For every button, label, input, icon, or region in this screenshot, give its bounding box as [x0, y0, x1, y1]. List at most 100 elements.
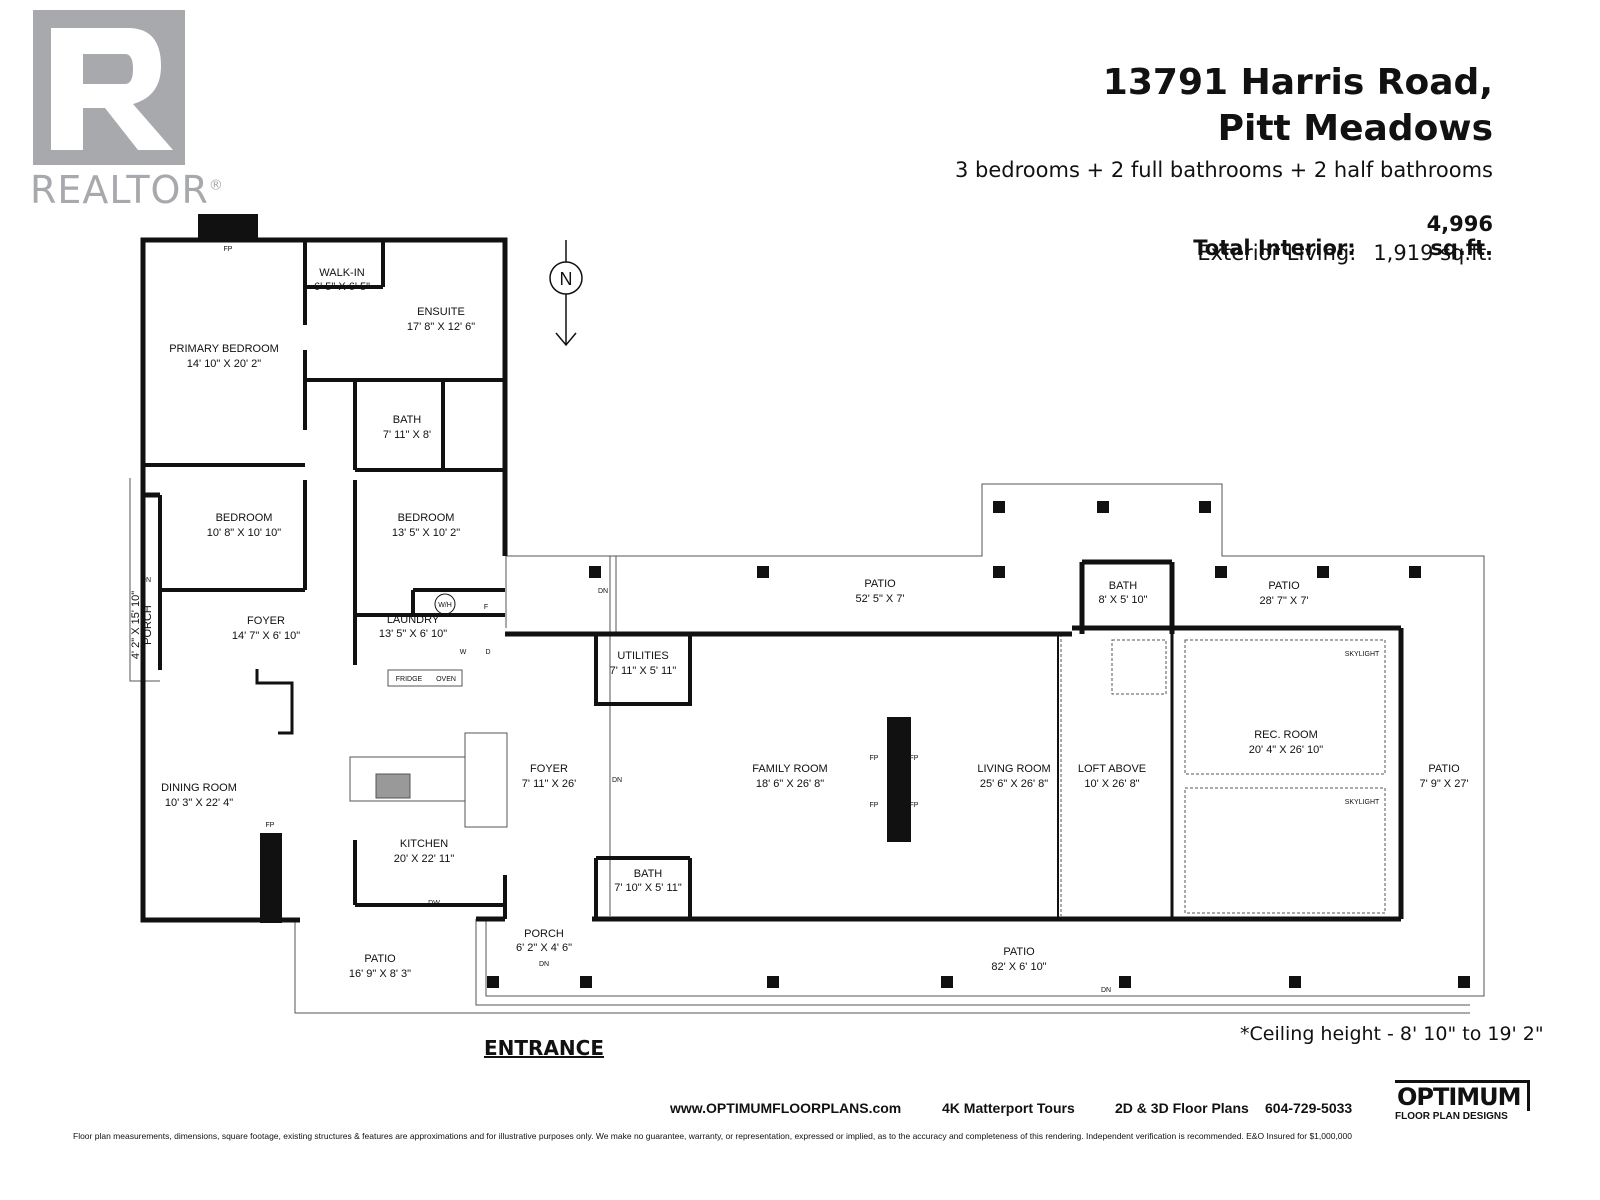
svg-text:PATIO: PATIO: [1003, 946, 1035, 958]
address-line-2: Pitt Meadows: [1217, 108, 1493, 149]
dn-label: DN: [1101, 987, 1111, 994]
total-interior-row: Total Interior: 4,996 sq.ft.: [1193, 212, 1493, 260]
footer-website: www.OPTIMUMFLOORPLANS.com: [670, 1100, 902, 1116]
svg-text:BEDROOM: BEDROOM: [398, 512, 455, 524]
svg-text:BEDROOM: BEDROOM: [216, 512, 273, 524]
svg-text:BATH: BATH: [1109, 580, 1138, 592]
room-patio-north: PATIO 52' 5" X 7': [855, 578, 904, 605]
svg-text:14' 10" X 20' 2": 14' 10" X 20' 2": [187, 358, 261, 370]
svg-text:UTILITIES: UTILITIES: [617, 650, 668, 662]
svg-text:PATIO: PATIO: [1268, 580, 1300, 592]
compass-label: N: [560, 269, 573, 289]
room-laundry: LAUNDRY 13' 5" X 6' 10": [379, 614, 447, 640]
room-living: LIVING ROOM 25' 6" X 26' 8": [977, 763, 1050, 790]
footer-phone: 604-729-5033: [1265, 1100, 1353, 1116]
fridge-label: FRIDGE: [396, 676, 423, 683]
w-label: W: [460, 649, 467, 656]
svg-text:6' 2" X 4' 6": 6' 2" X 4' 6": [516, 942, 572, 954]
exterior-living-label: Exterior Living:: [1197, 241, 1357, 265]
svg-text:PORCH: PORCH: [142, 605, 154, 645]
svg-text:20' X 22' 11": 20' X 22' 11": [394, 853, 455, 865]
room-bedroom-1: BEDROOM 10' 8" X 10' 10": [207, 512, 281, 539]
wh-label: W/H: [438, 602, 452, 609]
total-interior-label: Total Interior:: [1193, 236, 1356, 260]
svg-text:7' 11" X 5' 11": 7' 11" X 5' 11": [610, 665, 677, 677]
room-foyer-2: FOYER 7' 11" X 26': [522, 763, 576, 790]
interior-walls: [143, 240, 1174, 919]
dn-label: DN: [539, 961, 549, 968]
room-dining: DINING ROOM 10' 3" X 22' 4": [161, 782, 237, 809]
svg-text:REC. ROOM: REC. ROOM: [1254, 729, 1318, 741]
ceiling-height-note: *Ceiling height - 8' 10" to 19' 2": [1240, 1023, 1544, 1045]
patio-posts: [487, 501, 1470, 988]
skylight-label: SKYLIGHT: [1345, 651, 1380, 658]
total-interior-value: 4,996 sq.ft.: [1426, 212, 1493, 260]
svg-text:52' 5" X 7': 52' 5" X 7': [855, 593, 904, 605]
svg-text:6' 5" X 6' 5": 6' 5" X 6' 5": [314, 281, 370, 293]
svg-text:8' X 5' 10": 8' X 5' 10": [1098, 594, 1147, 606]
north-compass-icon: N: [549, 240, 583, 347]
f-label: F: [484, 604, 488, 611]
svg-text:PORCH: PORCH: [524, 928, 564, 940]
svg-text:LOFT ABOVE: LOFT ABOVE: [1078, 763, 1146, 775]
footer-disclaimer: Floor plan measurements, dimensions, squ…: [73, 1131, 1352, 1141]
svg-text:WALK-IN: WALK-IN: [319, 267, 364, 279]
central-fireplace-block: [887, 717, 911, 842]
property-address: 13791 Harris Road, Pitt Meadows: [1103, 60, 1493, 152]
address-line-1: 13791 Harris Road,: [1102, 62, 1493, 103]
water-heater-icon: [434, 593, 456, 615]
fp-label: FP: [870, 802, 879, 809]
skylight-label: SKYLIGHT: [1345, 799, 1380, 806]
svg-text:7' 11" X 8': 7' 11" X 8': [383, 429, 431, 441]
dw-label: DW: [428, 900, 440, 907]
svg-text:20' 4" X 26' 10": 20' 4" X 26' 10": [1249, 744, 1323, 756]
svg-text:PATIO: PATIO: [1428, 763, 1460, 775]
svg-text:7' 11" X 26': 7' 11" X 26': [522, 778, 576, 790]
entrance-label: ENTRANCE: [484, 1036, 604, 1060]
svg-text:FOYER: FOYER: [247, 615, 285, 627]
svg-text:13' 5" X 10' 2": 13' 5" X 10' 2": [392, 527, 460, 539]
svg-text:LIVING ROOM: LIVING ROOM: [977, 763, 1050, 775]
svg-text:7' 9" X 27': 7' 9" X 27': [1419, 778, 1468, 790]
svg-text:14' 7" X 6' 10": 14' 7" X 6' 10": [232, 630, 300, 642]
svg-text:PATIO: PATIO: [864, 578, 896, 590]
svg-text:10' 3" X 22' 4": 10' 3" X 22' 4": [165, 797, 233, 809]
svg-text:4' 2" X 15' 10": 4' 2" X 15' 10": [130, 591, 142, 659]
optimum-logo-name: OPTIMUM: [1395, 1080, 1530, 1111]
room-rec: REC. ROOM 20' 4" X 26' 10": [1249, 729, 1323, 756]
svg-text:13' 5" X 6' 10": 13' 5" X 6' 10": [379, 628, 447, 640]
chimney-block: [198, 214, 258, 240]
svg-text:DINING ROOM: DINING ROOM: [161, 782, 237, 794]
optimum-logo: OPTIMUM FLOOR PLAN DESIGNS: [1395, 1080, 1530, 1122]
room-walk-in: WALK-IN 6' 5" X 6' 5": [314, 267, 370, 293]
fp-label: FP: [224, 246, 233, 253]
footer-plans: 2D & 3D Floor Plans: [1115, 1100, 1249, 1116]
room-bath-3: BATH 8' X 5' 10": [1098, 580, 1147, 606]
oven-label: OVEN: [436, 676, 456, 683]
room-porch-2: PORCH 6' 2" X 4' 6": [516, 928, 572, 954]
svg-text:10' 8" X 10' 10": 10' 8" X 10' 10": [207, 527, 281, 539]
realtor-wordmark: REALTOR®: [30, 168, 224, 212]
svg-text:LAUNDRY: LAUNDRY: [387, 614, 440, 626]
footer-matterport: 4K Matterport Tours: [942, 1100, 1075, 1116]
svg-text:BATH: BATH: [634, 868, 663, 880]
svg-text:KITCHEN: KITCHEN: [400, 838, 448, 850]
svg-text:82' X 6' 10": 82' X 6' 10": [991, 961, 1046, 973]
fp-label: FP: [910, 802, 919, 809]
foyer-partition: [255, 669, 294, 735]
patio-outlines: [129, 478, 1485, 1014]
svg-text:PATIO: PATIO: [364, 953, 396, 965]
realtor-logo: [33, 10, 185, 165]
svg-text:25' 6" X 26' 8": 25' 6" X 26' 8": [980, 778, 1048, 790]
exterior-living-value: 1,919 sq.ft.: [1373, 241, 1493, 265]
svg-text:FOYER: FOYER: [530, 763, 568, 775]
svg-text:ENSUITE: ENSUITE: [417, 306, 465, 318]
room-bedroom-2: BEDROOM 13' 5" X 10' 2": [392, 512, 460, 539]
